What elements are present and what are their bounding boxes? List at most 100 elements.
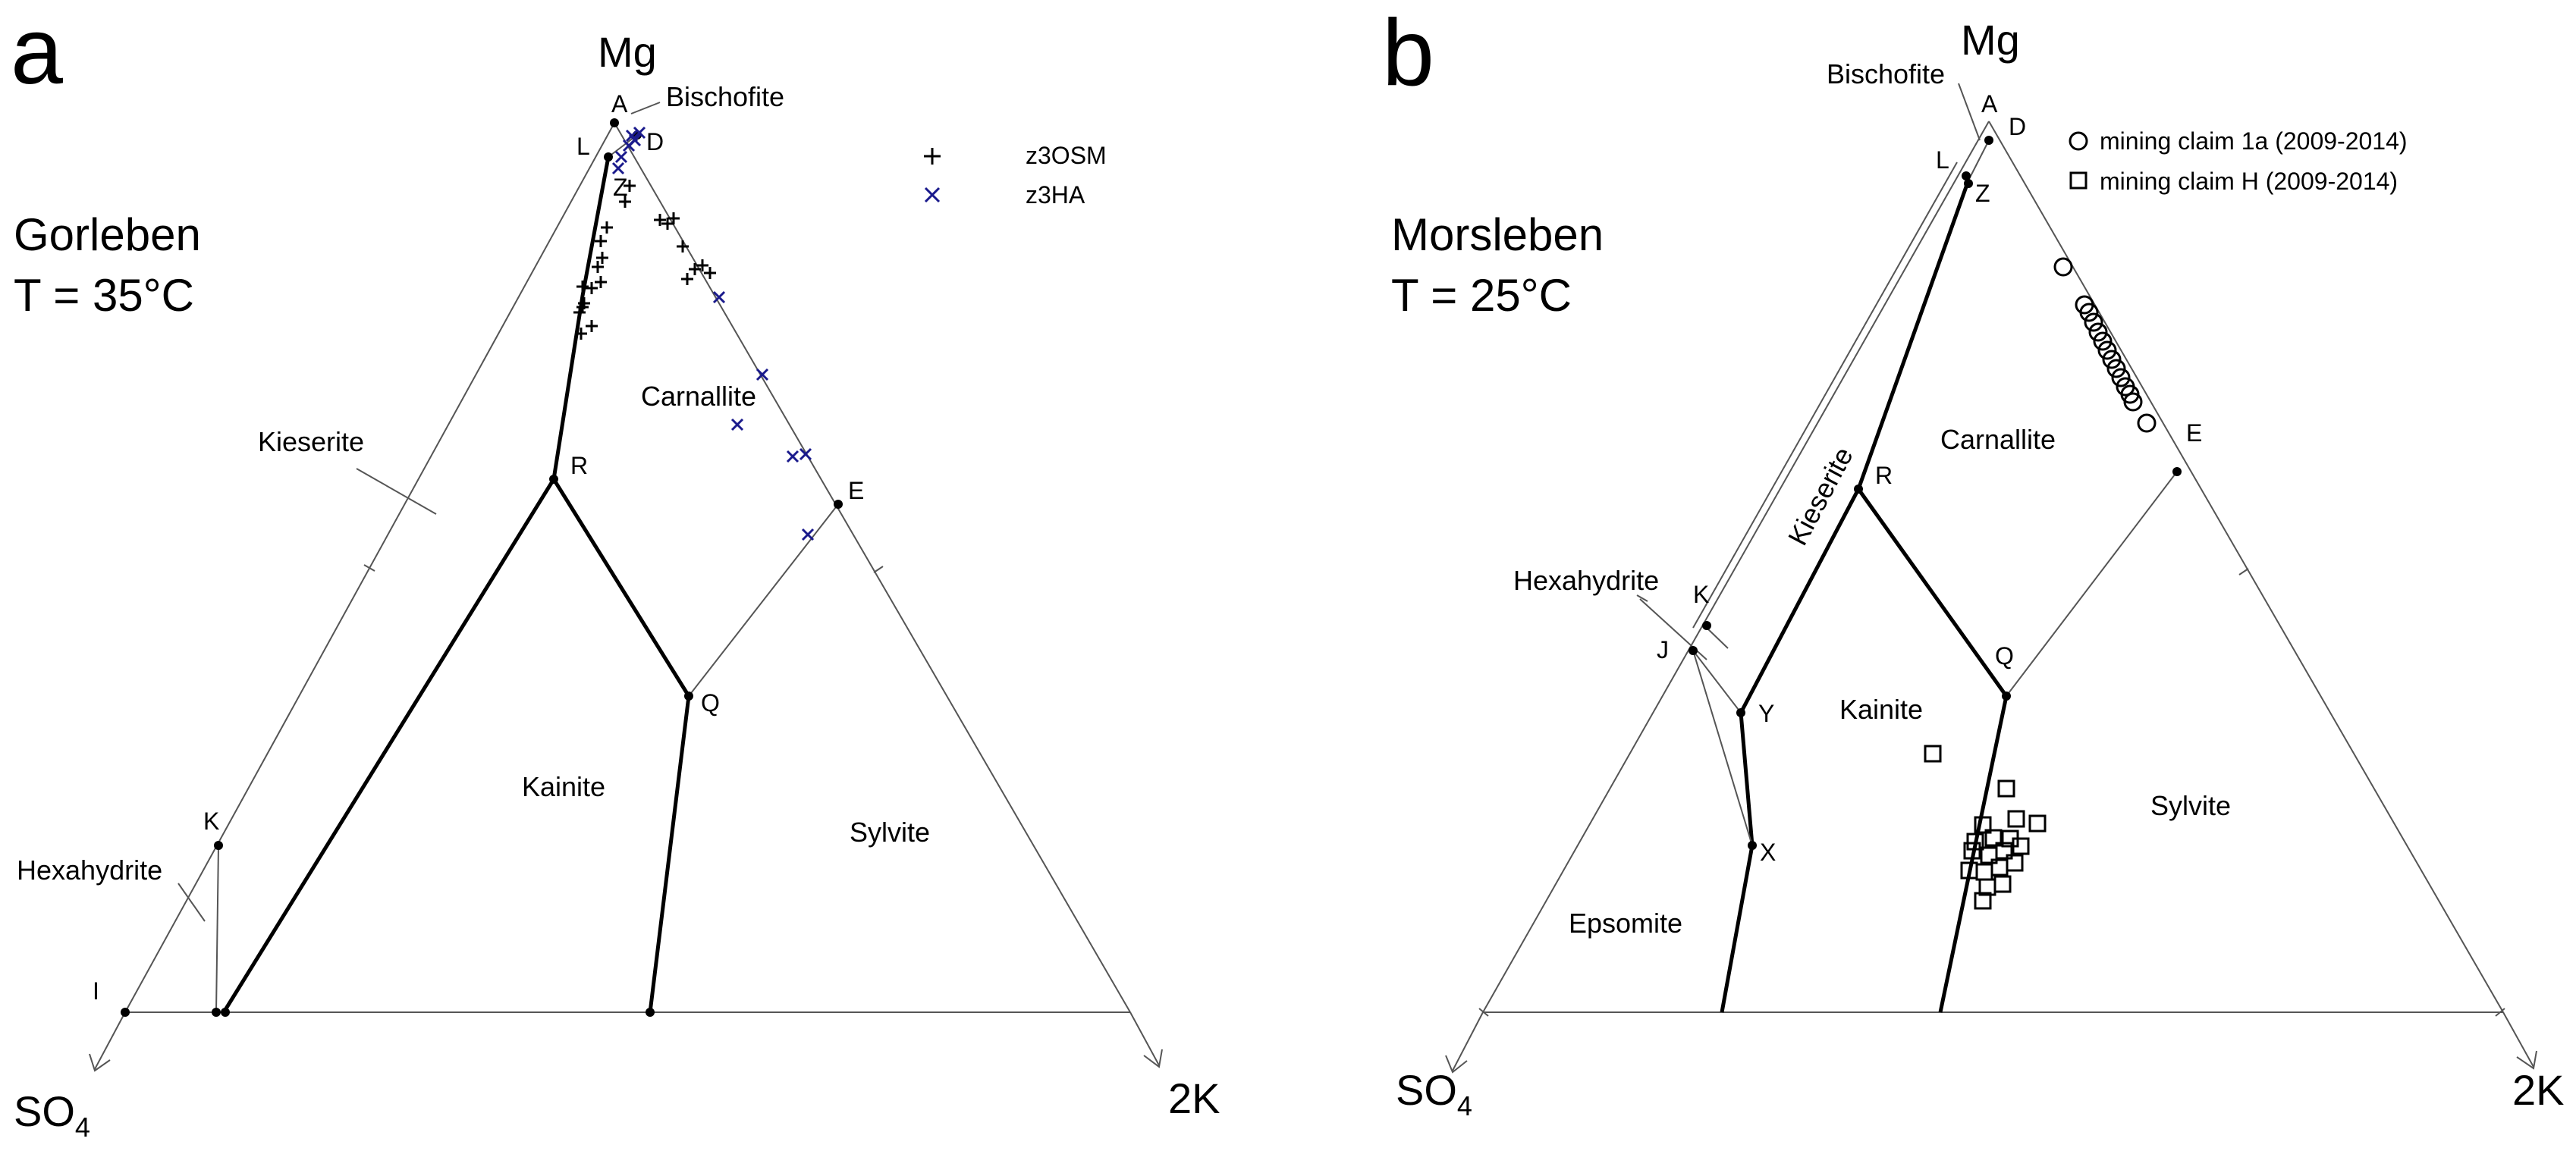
- panel-b-legend-circle-icon: [2069, 131, 2088, 151]
- panel-b-tick-base-right: [2495, 1008, 2505, 1017]
- panel-a-label-a: A: [611, 90, 628, 118]
- panel-b-marker-claim-1a: [2123, 392, 2143, 412]
- panel-a-label-i: I: [93, 977, 99, 1005]
- panel-b-marker-claim-1a: [2111, 368, 2131, 387]
- panel-b-marker-claim-1a: [2088, 322, 2108, 342]
- panel-b-field-sylvite: Sylvite: [2150, 790, 2231, 821]
- panel-b-legend-square-icon: [2069, 171, 2088, 190]
- panel-a-label-r: R: [570, 452, 588, 479]
- panel-b-field-kainite: Kainite: [1839, 694, 1923, 725]
- panel-a-tick-left: [363, 564, 375, 572]
- panel-b-point-j: [1689, 646, 1698, 655]
- panel-a-field-carnallite: Carnallite: [641, 381, 756, 412]
- panel-b-marker-claim-h: [2006, 854, 2024, 872]
- panel-b-label-q: Q: [1995, 642, 2014, 670]
- panel-a-tick-right: [873, 566, 884, 573]
- panel-a-marker-z3osm: [624, 180, 636, 192]
- panel-a-2k-arrowhead: [1143, 1049, 1163, 1068]
- panel-b-vertex-mg: Mg: [1961, 16, 2020, 64]
- panel-b-marker-claim-h: [1997, 779, 2015, 798]
- panel-a-series-z3osm: [573, 180, 716, 340]
- panel-a-marker-z3ha: [633, 126, 646, 140]
- panel-a-marker-z3ha: [622, 139, 636, 152]
- panel-a-boundary-hexahydrite: [215, 845, 219, 1013]
- panel-b-point-r: [1854, 485, 1863, 494]
- panel-a-label-k: K: [203, 808, 219, 835]
- panel-b-legend: mining claim 1a (2009-2014) mining claim…: [2069, 127, 2408, 195]
- panel-a-point-a: [610, 118, 619, 127]
- panel-a-marker-z3osm: [668, 212, 680, 224]
- panel-b-marker-claim-1a: [2106, 359, 2126, 378]
- panel-b-temperature: T = 25°C: [1391, 270, 1572, 321]
- panel-a-boundary-sylvite: [688, 503, 839, 697]
- panel-a-2k-arrow-shaft: [1129, 1011, 1160, 1066]
- panel-b-left-edge: [1482, 121, 1990, 1013]
- panel-b-boundary-epsomite: [1692, 650, 1753, 846]
- panel-a-label-z: Z: [613, 174, 628, 201]
- panel-a-boundary-kainite: [551, 478, 691, 1013]
- panel-a-legend-plus-icon: [924, 148, 941, 165]
- panel-a-marker-z3osm: [619, 196, 631, 208]
- panel-b-point-k: [1702, 621, 1711, 630]
- panel-a-field-kieserite: Kieserite: [258, 426, 364, 457]
- panel-b-marker-claim-h: [1963, 842, 1981, 860]
- panel-a-marker-z3ha: [611, 162, 625, 175]
- panel-b-field-epsomite: Epsomite: [1569, 908, 1682, 939]
- panel-b-2k-arrow-shaft: [2502, 1011, 2534, 1068]
- panel-b-tick-base-left: [1478, 1008, 1489, 1017]
- panel-b-point-x: [1748, 841, 1757, 850]
- panel-a-marker-z3osm: [595, 276, 607, 288]
- panel-b-marker-claim-h: [1995, 842, 2013, 860]
- panel-a-vertex-2k: 2K: [1168, 1074, 1220, 1122]
- panel-b-field-bischofite: Bischofite: [1827, 58, 1945, 89]
- panel-b-marker-claim-1a: [2084, 312, 2103, 332]
- panel-b-boundary-kieserite: [1720, 180, 1971, 1013]
- panel-b-marker-claim-h: [2012, 837, 2030, 855]
- panel-a-label-e: E: [848, 477, 864, 504]
- panel-b-vertex-2k: 2K: [2512, 1066, 2565, 1114]
- panel-b-label-d: D: [2009, 113, 2026, 140]
- panel-a-hexahydrite-leader: [177, 883, 206, 922]
- panel-b-letter: b: [1382, 1, 1434, 105]
- panel-b-marker-claim-1a: [2102, 350, 2122, 369]
- panel-b-series-claim-1a: [2053, 257, 2157, 433]
- panel-b-point-d: [1984, 136, 1993, 145]
- panel-a-kieserite-leader: [356, 468, 437, 515]
- panel-a-marker-z3ha: [786, 450, 800, 463]
- panel-b-marker-claim-1a: [2053, 257, 2073, 277]
- panel-b-tick-right: [2238, 568, 2249, 576]
- panel-b-site: Morsleben: [1391, 209, 1604, 260]
- panel-a-legend-cross-icon: [924, 187, 941, 203]
- panel-a-point-base-3: [646, 1008, 655, 1017]
- panel-b-marker-claim-1a: [2137, 413, 2157, 433]
- panel-a-marker-z3osm: [595, 235, 607, 247]
- panel-a-marker-z3osm: [661, 218, 674, 230]
- panel-b-hexahydrite-boundary: [1692, 162, 1958, 629]
- panel-a-label-q: Q: [701, 689, 720, 717]
- panel-b: b Morsleben T = 25°C: [1382, 1, 2565, 1121]
- panel-a-temperature: T = 35°C: [14, 270, 194, 321]
- panel-a-point-base-2: [221, 1008, 230, 1017]
- panel-b-so4-arrowhead: [1445, 1055, 1468, 1074]
- panel-a-marker-z3ha: [712, 290, 726, 304]
- panel-a-field-kainite: Kainite: [522, 771, 605, 802]
- panel-b-boundary-hexa-small: [1706, 627, 1729, 649]
- panel-a-marker-z3ha: [756, 368, 769, 381]
- panel-b-label-a: A: [1981, 90, 1998, 118]
- panel-b-label-r: R: [1875, 462, 1893, 489]
- panel-b-right-edge: [1988, 121, 2504, 1013]
- panel-a-letter: a: [11, 0, 63, 104]
- panel-b-marker-claim-h: [1966, 833, 1984, 851]
- panel-a-marker-z3osm: [575, 328, 587, 340]
- panel-a-marker-z3osm: [677, 240, 689, 252]
- panel-b-marker-claim-h: [1993, 875, 2012, 893]
- panel-a-vertex-so4: SO4: [14, 1087, 90, 1143]
- panel-b-field-carnallite: Carnallite: [1940, 424, 2056, 455]
- panel-a-marker-z3ha: [801, 528, 815, 541]
- panel-b-field-hexahydrite: Hexahydrite: [1513, 565, 1659, 596]
- panel-b-marker-claim-h: [1974, 892, 1992, 910]
- panel-a-point-base-1: [212, 1008, 221, 1017]
- panel-a-point-e: [834, 500, 843, 509]
- panel-b-label-k: K: [1693, 581, 1709, 608]
- panel-a-site: Gorleben: [14, 209, 201, 260]
